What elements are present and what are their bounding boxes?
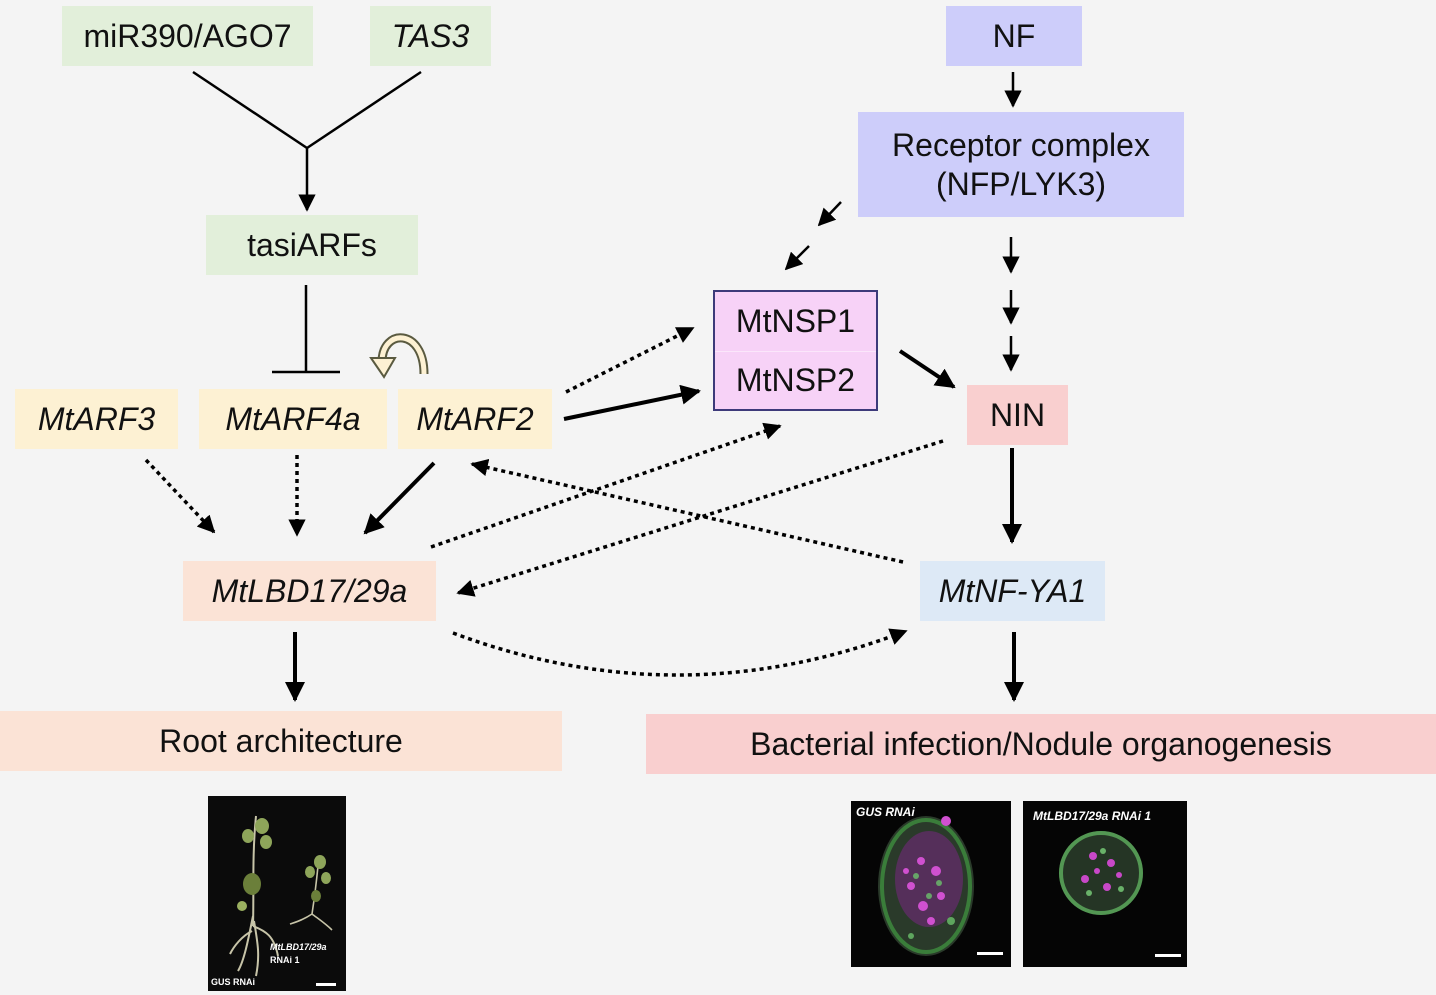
nodule-photo-control: GUS RNAi: [851, 801, 1011, 967]
plant-label-mutant-2: RNAi 1: [270, 955, 300, 965]
node-mtarf2: MtARF2: [398, 389, 552, 449]
node-tas3: TAS3: [370, 6, 491, 66]
receptor-line-1: Receptor complex: [892, 127, 1150, 164]
arrow-nsp-to-nin: [898, 349, 956, 389]
arrow-nin-to-mtlbd: [456, 439, 944, 597]
node-receptor-complex: Receptor complex (NFP/LYK3): [858, 112, 1184, 217]
node-mtarf3: MtARF3: [15, 389, 178, 449]
plant-label-mutant-1: MtLBD17/29a: [270, 942, 327, 952]
arrow-receptor-to-nsp-b: [784, 245, 810, 271]
nodule-left-scale-bar: [977, 952, 1003, 955]
plant-label-control: GUS RNAi: [211, 977, 256, 987]
arrow-mtarf2-to-mtnsp1: [565, 326, 695, 394]
plant-illustration: [208, 796, 346, 991]
node-mir390-ago7: miR390/AGO7: [62, 6, 313, 66]
arrow-mtlbd-to-mtnfya1: [452, 628, 908, 677]
node-nf: NF: [946, 6, 1082, 66]
nodule-photo-mutant: MtLBD17/29a RNAi 1: [1023, 801, 1187, 967]
node-mtarf4a: MtARF4a: [199, 389, 387, 449]
arrow-mtlbd-to-mtnsp2: [430, 422, 782, 549]
arrow-mtarf3-to-mtlbd: [144, 458, 216, 534]
nodule-right-label: MtLBD17/29a RNAi 1: [1033, 809, 1152, 823]
nodule-control-illustration: [851, 801, 1011, 967]
arrow-mtnfya1-to-mtarf2: [470, 458, 904, 564]
node-bacterial-infection: Bacterial infection/Nodule organogenesis: [646, 714, 1436, 774]
nodule-left-label: GUS RNAi: [856, 805, 915, 819]
merge-connector: [192, 70, 422, 150]
receptor-line-2: (NFP/LYK3): [935, 165, 1107, 202]
plant-photo: MtLBD17/29a RNAi 1 GUS RNAi: [208, 796, 346, 991]
node-mtlbd17-29a: MtLBD17/29a: [183, 561, 436, 621]
node-mtnf-ya1: MtNF-YA1: [920, 561, 1105, 621]
node-tasiarfs: tasiARFs: [206, 215, 418, 275]
nodule-mutant-illustration: [1023, 801, 1187, 967]
arrow-receptor-to-nsp-a: [817, 201, 842, 227]
arrow-mtarf2-to-mtlbd: [363, 461, 436, 535]
node-mtnsp-complex: MtNSP1 MtNSP2: [713, 290, 878, 411]
node-mtnsp2: MtNSP2: [715, 350, 876, 411]
arrow-mtarf2-to-mtnsp2: [563, 384, 701, 421]
inhibition-tasiarfs-mtarf4a: [272, 285, 340, 374]
node-mtnsp1: MtNSP1: [735, 302, 856, 339]
node-nin: NIN: [967, 385, 1068, 445]
node-root-architecture: Root architecture: [0, 711, 562, 771]
plant-scale-bar: [316, 983, 336, 986]
self-regulation-icon: [369, 333, 429, 379]
nodule-right-scale-bar: [1155, 954, 1181, 957]
